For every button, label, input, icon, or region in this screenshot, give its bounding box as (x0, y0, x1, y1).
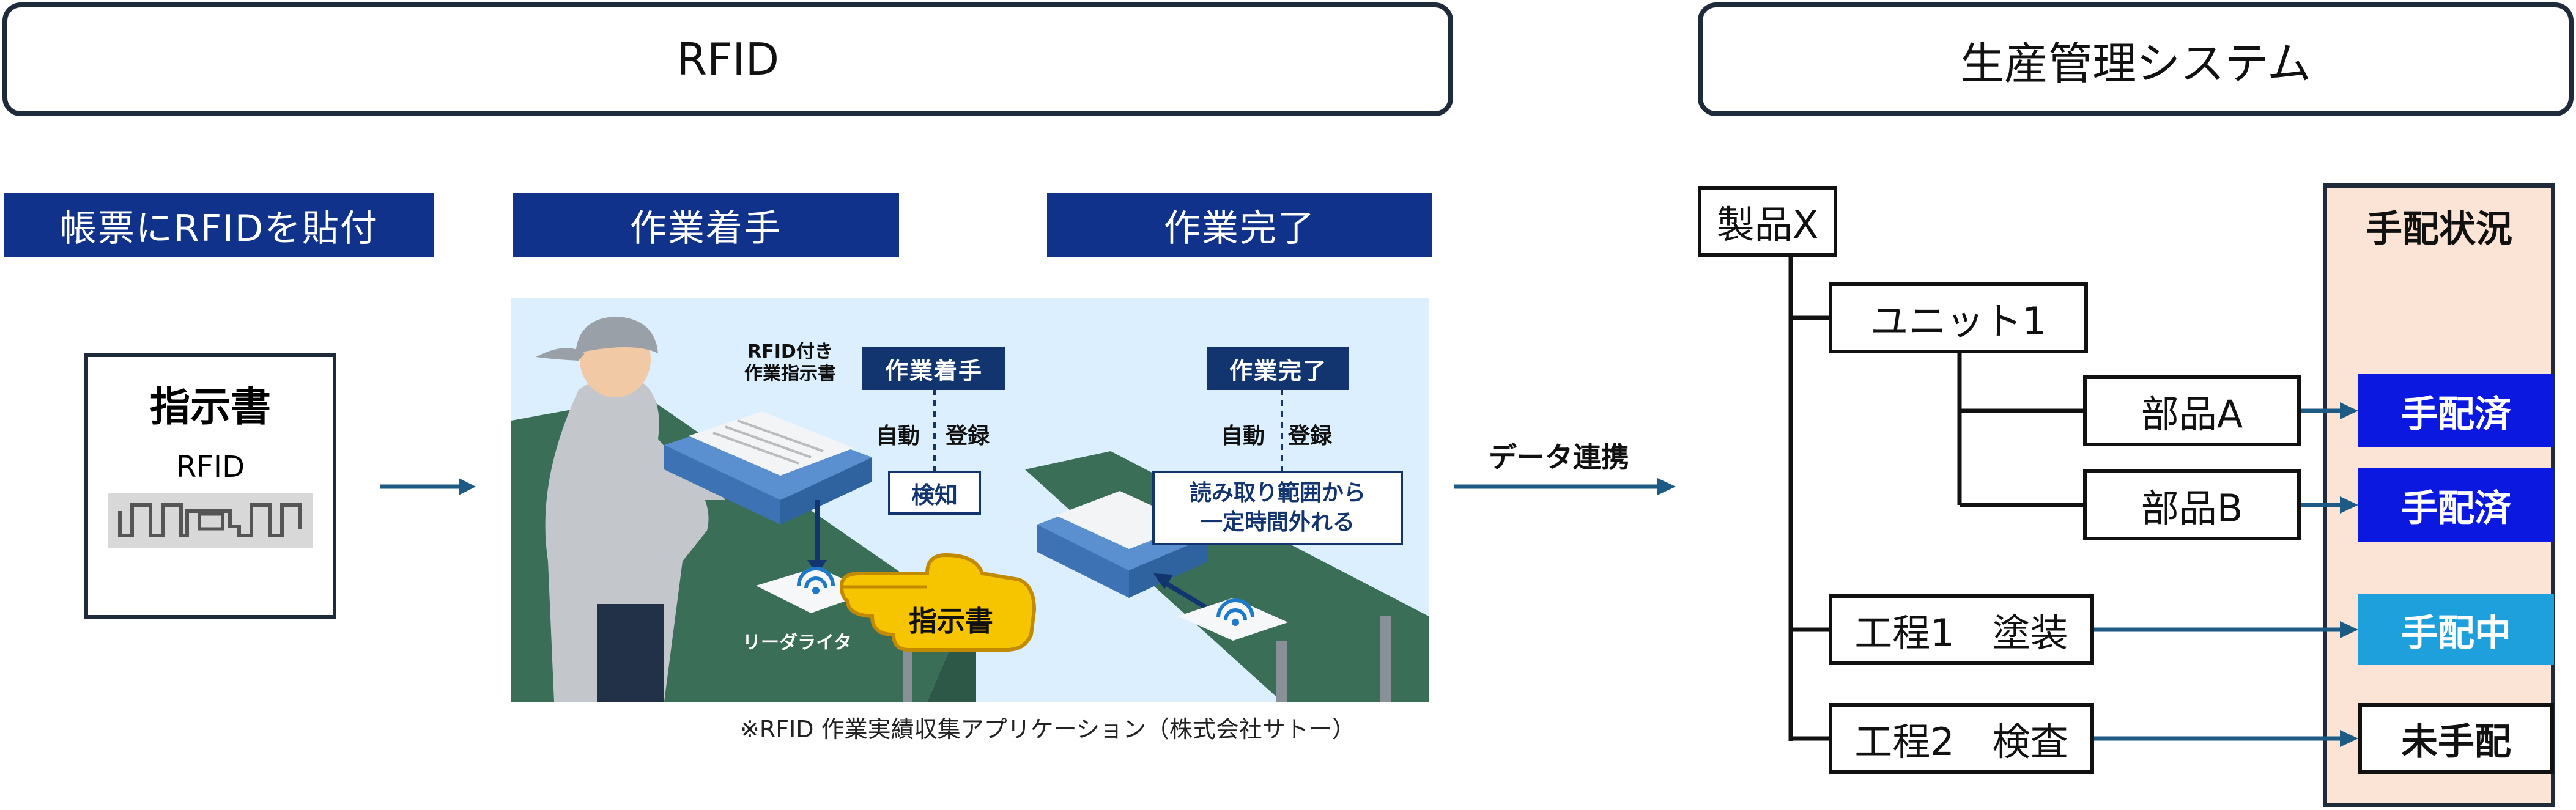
production-system-header: 生産管理システム (1698, 2, 2574, 116)
rfid-tag-label: RFID (176, 450, 245, 484)
process-1-node: 工程1 塗装 (1829, 594, 2094, 665)
instruction-sheet-card: 指示書 RFID (84, 353, 336, 619)
start-register-label: 登録 (946, 424, 990, 449)
start-auto-label: 自動 (876, 424, 920, 449)
complete-register-label: 登録 (1288, 424, 1333, 449)
product-x-node: 製品X (1698, 186, 1837, 257)
process-1-status-badge: 手配中 (2358, 594, 2554, 665)
unit-1-node: ユニット1 (1829, 282, 2088, 353)
reader-writer-label: リーダライタ (742, 632, 852, 654)
step-start-banner: 作業着手 (513, 193, 899, 257)
rfid-header: RFID (2, 2, 1453, 116)
data-link-label: データ連携 (1489, 441, 1629, 474)
out-of-range-tag: 読み取り範囲から 一定時間外れる (1152, 471, 1403, 545)
rfid-antenna-icon (108, 493, 313, 548)
part-b-status-badge: 手配済 (2358, 468, 2554, 542)
hand-label: 指示書 (909, 605, 993, 638)
complete-tag: 作業完了 (1207, 347, 1349, 390)
part-a-status-badge: 手配済 (2358, 374, 2554, 447)
arrangement-status-title: 手配状況 (2366, 208, 2512, 251)
application-caption: ※RFID 作業実績収集アプリケーション（株式会社サトー） (740, 716, 1355, 743)
detect-tag: 検知 (888, 471, 981, 515)
arrow-to-scene (380, 478, 476, 495)
step-attach-banner: 帳票にRFIDを貼付 (4, 193, 434, 257)
rfid-sheet-label: RFID付き 作業指示書 (744, 341, 836, 385)
data-link-arrow (1454, 478, 1676, 495)
pointing-hand-icon (839, 553, 1037, 652)
complete-auto-label: 自動 (1221, 424, 1265, 449)
part-b-node: 部品B (2083, 469, 2301, 540)
instruction-sheet-title: 指示書 (150, 383, 271, 430)
workbench-illustration (511, 317, 1429, 702)
rfid-workflow-illustration: RFID付き 作業指示書 作業着手 自動 登録 検知 作業完了 自動 登録 読み… (511, 298, 1429, 702)
process-2-status-badge: 未手配 (2358, 703, 2554, 774)
part-a-node: 部品A (2083, 375, 2301, 446)
step-complete-banner: 作業完了 (1047, 193, 1432, 257)
start-tag: 作業着手 (862, 347, 1005, 390)
process-2-node: 工程2 検査 (1829, 703, 2094, 774)
